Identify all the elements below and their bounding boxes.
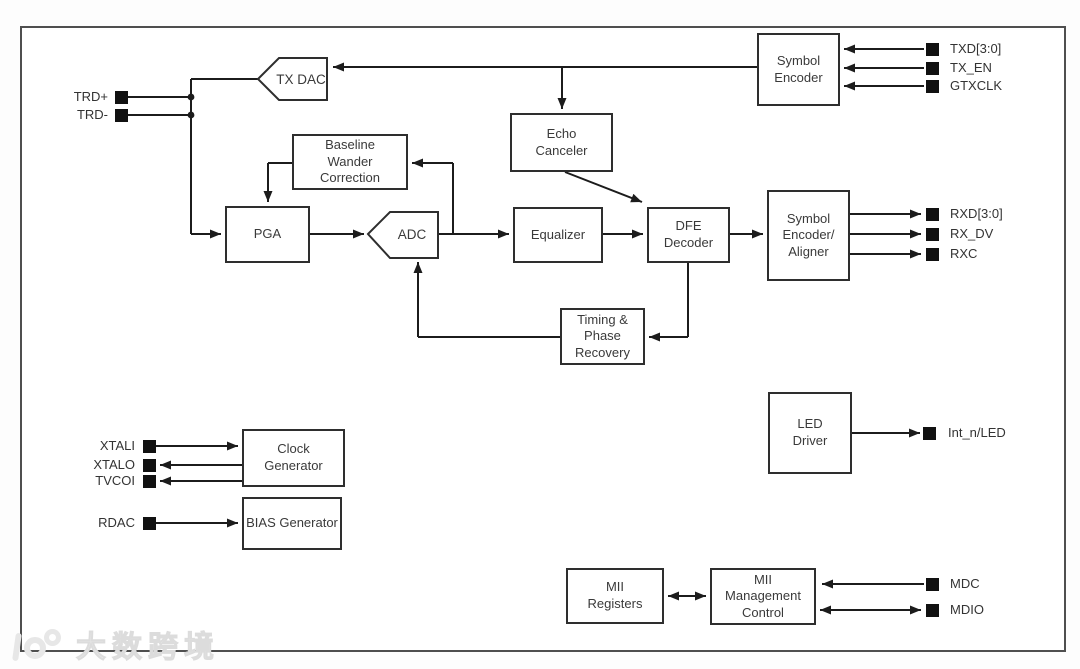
pad-tx-en xyxy=(926,62,939,75)
pad-trd-plus xyxy=(115,91,128,104)
pad-rxd xyxy=(926,208,939,221)
block-timing-phase-recovery: Timing & Phase Recovery xyxy=(560,308,645,365)
pad-gtxclk xyxy=(926,80,939,93)
block-led-driver: LED Driver xyxy=(768,392,852,474)
pad-tvcoi xyxy=(143,475,156,488)
pin-label-rxd: RXD[3:0] xyxy=(950,206,1003,221)
block-clock-generator: Clock Generator xyxy=(242,429,345,487)
pad-txd xyxy=(926,43,939,56)
block-adc-label: ADC xyxy=(398,227,427,242)
pin-label-xtali: XTALI xyxy=(99,438,135,453)
pin-label-txd: TXD[3:0] xyxy=(950,41,1002,56)
wire-echo-canceler-to-dfe xyxy=(564,171,643,203)
pad-int-n-led xyxy=(923,427,936,440)
block-mii-management-control: MII Management Control xyxy=(710,568,816,625)
pad-trd-minus xyxy=(115,109,128,122)
block-adc-shape xyxy=(366,211,439,259)
pin-label-rx-dv: RX_DV xyxy=(950,226,994,241)
block-symbol-encoder: Symbol Encoder xyxy=(757,33,840,106)
pad-mdc xyxy=(926,578,939,591)
block-echo-canceler: Echo Canceler xyxy=(510,113,613,172)
pad-xtalo xyxy=(143,459,156,472)
block-pga: PGA xyxy=(225,206,310,263)
block-dfe-decoder: DFE Decoder xyxy=(647,207,730,263)
pin-label-gtxclk: GTXCLK xyxy=(950,78,1003,93)
pin-label-mdio: MDIO xyxy=(950,602,984,617)
junction-trd-plus xyxy=(187,93,195,101)
pin-label-tx-en: TX_EN xyxy=(950,60,992,75)
pad-rxc xyxy=(926,248,939,261)
pad-rx-dv xyxy=(926,228,939,241)
block-equalizer: Equalizer xyxy=(513,207,603,263)
block-symbol-encoder-aligner: Symbol Encoder/ Aligner xyxy=(767,190,850,281)
pin-label-int-n-led: Int_n/LED xyxy=(948,425,1006,440)
pin-label-mdc: MDC xyxy=(950,576,980,591)
junction-trd-minus xyxy=(187,111,195,119)
pad-mdio xyxy=(926,604,939,617)
pad-xtali xyxy=(143,440,156,453)
block-mii-registers: MII Registers xyxy=(566,568,664,624)
pin-label-xtalo: XTALO xyxy=(93,457,135,472)
pin-label-tvcoi: TVCOI xyxy=(95,473,135,488)
block-bias-generator: BIAS Generator xyxy=(242,497,342,550)
pin-label-trd-plus: TRD+ xyxy=(73,89,108,104)
block-tx-dac-label: TX DAC xyxy=(276,72,326,87)
pin-label-trd-minus: TRD- xyxy=(76,107,108,122)
block-tx-dac-shape xyxy=(256,57,328,101)
block-baseline-wander-correction: Baseline Wander Correction xyxy=(292,134,408,190)
pad-rdac xyxy=(143,517,156,530)
pin-label-rdac: RDAC xyxy=(98,515,135,530)
pin-label-rxc: RXC xyxy=(950,246,978,261)
